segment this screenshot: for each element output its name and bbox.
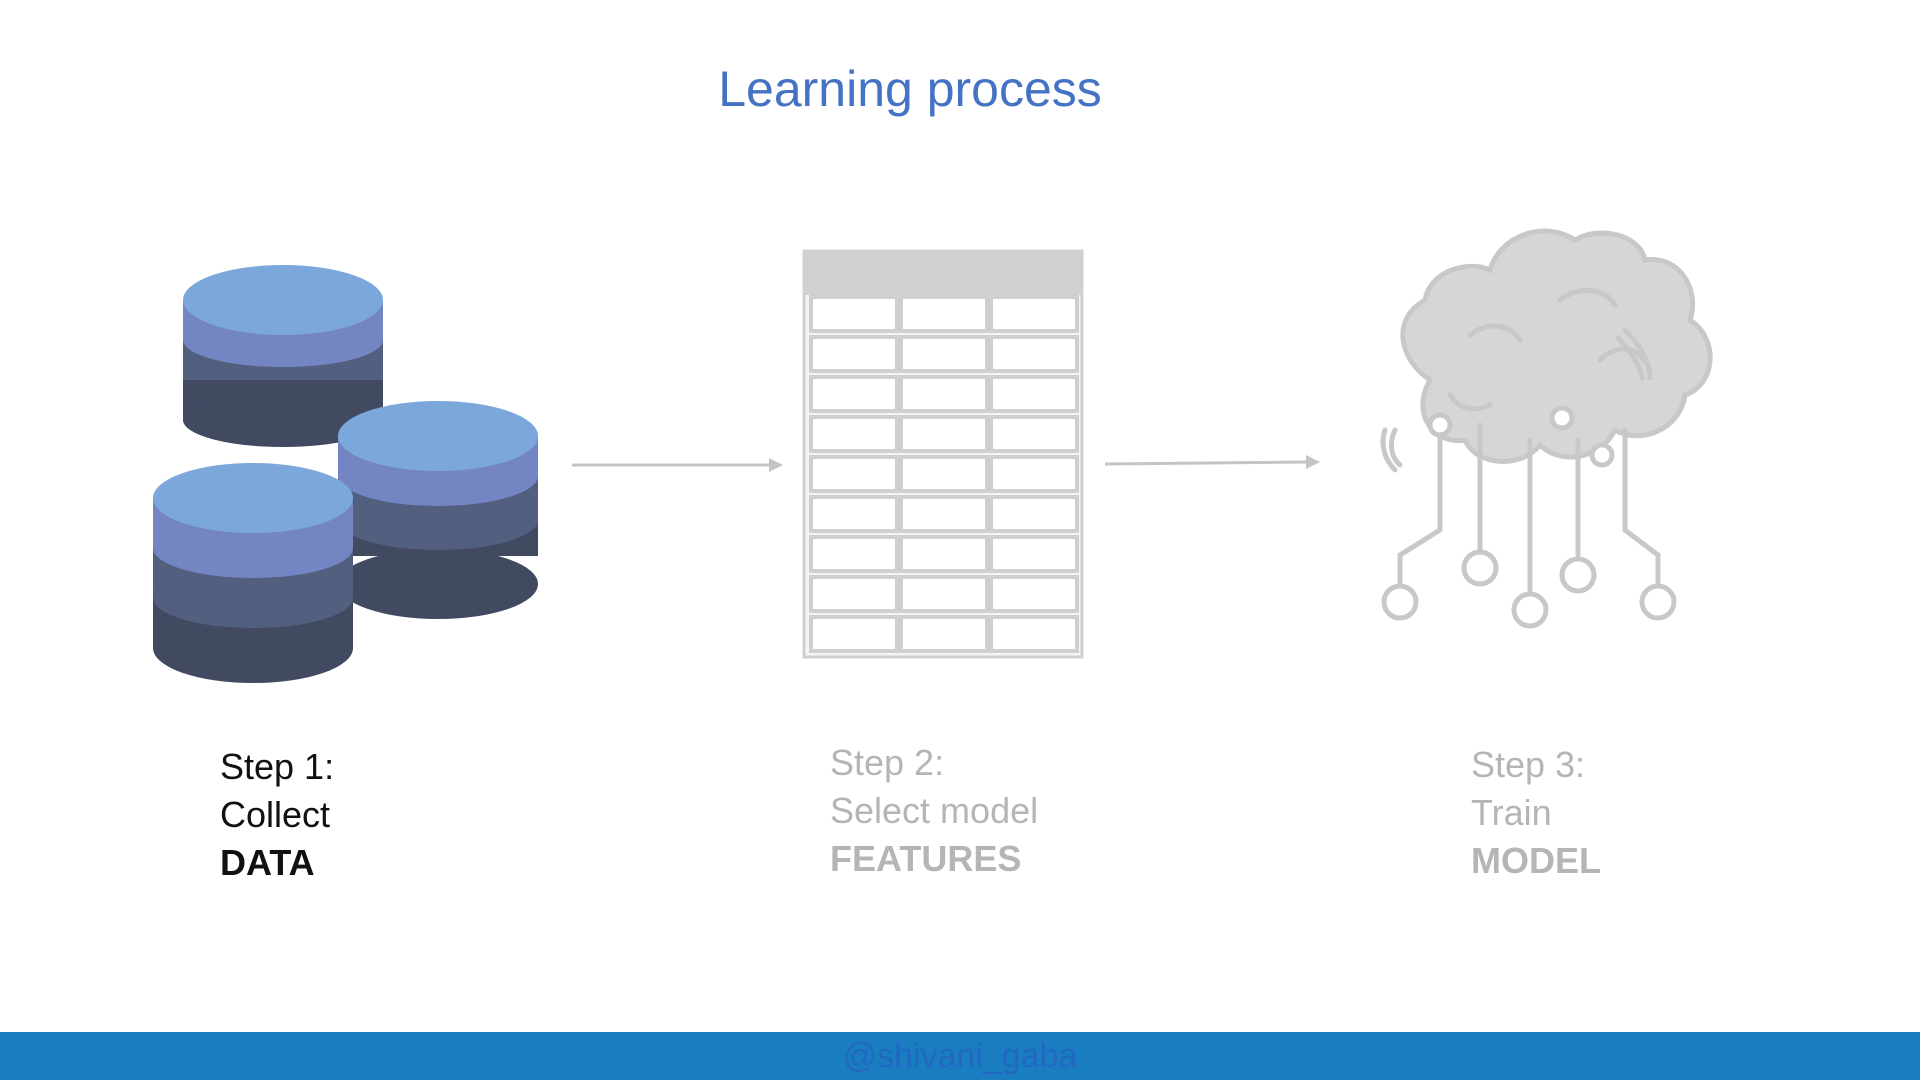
step-3-number: Step 3: — [1471, 744, 1586, 785]
step-1-action: Collect — [220, 794, 331, 835]
step-2-action: Select model — [830, 790, 1039, 831]
step-2-number: Step 2: — [830, 742, 945, 783]
step-3-label: Step 3: Train MODEL — [1471, 741, 1601, 885]
author-handle: @shivani_gaba — [842, 1037, 1078, 1075]
arrow-right-icon — [1104, 455, 1320, 469]
step-2-label: Step 2: Select model FEATURES — [830, 739, 1038, 883]
step-1-number: Step 1: — [220, 746, 335, 787]
footer-bar: @shivani_gaba — [0, 1032, 1920, 1080]
table-grid-icon — [802, 249, 1084, 659]
step-2-object: FEATURES — [830, 838, 1022, 879]
step-1-object: DATA — [220, 842, 315, 883]
brain-circuit-icon — [1380, 228, 1713, 629]
step-1-label: Step 1: Collect DATA — [220, 743, 334, 887]
slide-title: Learning process — [718, 61, 1102, 117]
step-3-action: Train — [1471, 792, 1552, 833]
step-3-object: MODEL — [1471, 840, 1601, 881]
diagram-art — [153, 228, 1713, 683]
database-stack-icon — [153, 265, 538, 683]
arrow-right-icon — [572, 458, 783, 472]
